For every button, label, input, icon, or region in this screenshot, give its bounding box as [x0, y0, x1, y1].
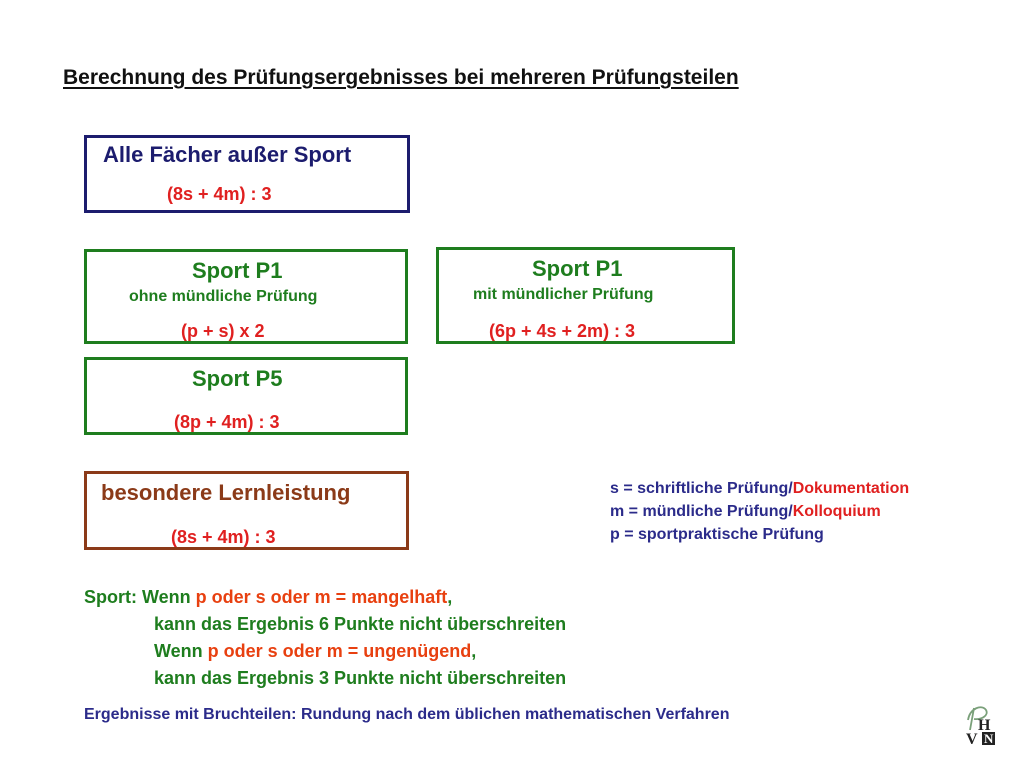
box-sport-p1-ohne-formula: (p + s) x 2: [181, 321, 265, 341]
box-sport-p1-mit-formula: (6p + 4s + 2m) : 3: [489, 321, 636, 341]
sport-note-label: Sport: Wenn: [84, 587, 196, 607]
box-sport-p1-mit-heading: Sport P1: [532, 256, 623, 281]
box-sport-p1-mit-subtitle: mit mündlicher Prüfung: [473, 286, 654, 303]
legend-m-red: Kolloquium: [792, 503, 881, 520]
sport-note-line-4: kann das Ergebnis 3 Punkte nicht übersch…: [154, 668, 567, 688]
sport-note: Sport: Wenn p oder s oder m = mangelhaft…: [84, 584, 566, 692]
svg-text:V: V: [966, 731, 978, 748]
box-sport-p5-heading: Sport P5: [192, 366, 283, 391]
box-sport-p1-ohne: Sport P1 ohne mündliche Prüfung (p + s) …: [84, 249, 408, 344]
box-sport-p5-formula: (8p + 4m) : 3: [174, 412, 280, 432]
sport-note-wenn: Wenn: [154, 641, 208, 661]
box-lernleistung-formula: (8s + 4m) : 3: [171, 527, 276, 547]
legend-s: s = schriftliche Prüfung/Dokumentation: [610, 477, 909, 500]
sport-note-line-2: kann das Ergebnis 6 Punkte nicht übersch…: [154, 614, 567, 634]
legend: s = schriftliche Prüfung/Dokumentation m…: [610, 477, 909, 546]
sport-note-line-3: Wenn p oder s oder m = ungenügend,: [84, 638, 566, 665]
legend-s-text: s = schriftliche Prüfung/: [610, 480, 793, 497]
box-sport-p1-ohne-heading: Sport P1: [192, 258, 283, 283]
box-sport-p1-mit: Sport P1 mit mündlicher Prüfung (6p + 4s…: [436, 247, 735, 344]
sport-note-cond2: p oder s oder m = ungenügend: [207, 641, 472, 661]
legend-p: p = sportpraktische Prüfung: [610, 526, 824, 543]
rounding-note: Ergebnisse mit Bruchteilen: Rundung nach…: [84, 706, 730, 723]
legend-s-red: Dokumentation: [792, 480, 910, 497]
sport-note-comma2: ,: [471, 641, 477, 661]
box-lernleistung-heading: besondere Lernleistung: [101, 480, 351, 505]
box-besondere-lernleistung: besondere Lernleistung (8s + 4m) : 3: [84, 471, 409, 550]
sport-note-line-1: Sport: Wenn p oder s oder m = mangelhaft…: [84, 584, 566, 611]
logo-monogram-icon: H V N: [960, 700, 1000, 748]
svg-text:N: N: [984, 731, 994, 746]
sport-note-comma1: ,: [447, 587, 453, 607]
box-sport-p1-ohne-subtitle: ohne mündliche Prüfung: [129, 288, 318, 305]
legend-m: m = mündliche Prüfung/Kolloquium: [610, 500, 909, 523]
svg-text:H: H: [978, 717, 991, 734]
box-alle-faecher-heading: Alle Fächer außer Sport: [103, 142, 352, 167]
box-sport-p5: Sport P5 (8p + 4m) : 3: [84, 357, 408, 435]
box-alle-faecher: Alle Fächer außer Sport (8s + 4m) : 3: [84, 135, 410, 213]
page-title: Berechnung des Prüfungsergebnisses bei m…: [63, 66, 739, 89]
box-alle-faecher-formula: (8s + 4m) : 3: [167, 184, 272, 204]
legend-m-text: m = mündliche Prüfung/: [610, 503, 793, 520]
sport-note-cond1: p oder s oder m = mangelhaft: [195, 587, 448, 607]
